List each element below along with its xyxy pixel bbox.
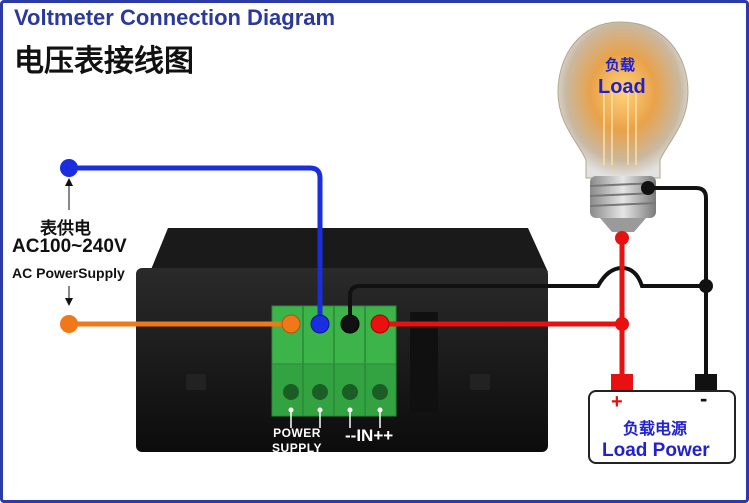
load-label-en: Load	[598, 76, 646, 98]
orange-wire	[60, 314, 301, 334]
black-wire	[340, 181, 713, 378]
supply-arrow	[65, 178, 73, 306]
load-power-label-cn: 负载电源	[623, 419, 688, 438]
supply-label-cn: 表供电	[40, 219, 91, 239]
negative-sign: -	[700, 386, 708, 411]
supply-label-en: AC PowerSupply	[12, 265, 125, 281]
supply-voltage-range: AC100~240V	[12, 236, 127, 257]
negative-terminal	[695, 374, 717, 390]
blue-wire	[60, 159, 330, 334]
load-power-label-en: Load Power	[602, 440, 710, 461]
title-english: Voltmeter Connection Diagram	[14, 5, 336, 30]
power-supply-terminal-label: POWER SUPPLY	[266, 426, 328, 456]
power-label-line2: SUPPLY	[272, 441, 322, 455]
title-chinese: 电压表接线图	[14, 44, 194, 79]
positive-sign: +	[611, 391, 623, 413]
input-terminal-label: --IN++	[345, 426, 394, 445]
load-label-cn: 负载	[605, 56, 636, 74]
light-bulb-icon	[557, 21, 689, 232]
load-power-box	[588, 390, 736, 464]
power-label-line1: POWER	[273, 426, 321, 440]
positive-terminal	[611, 374, 633, 390]
red-wire	[370, 231, 629, 378]
